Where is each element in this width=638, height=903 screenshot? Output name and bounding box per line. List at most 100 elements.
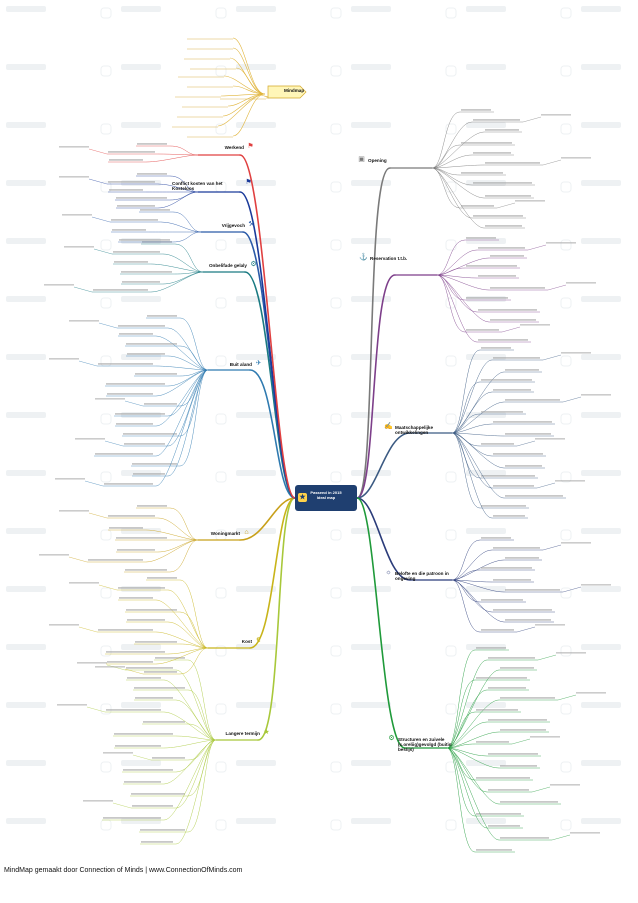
sub-branch-connector — [169, 145, 199, 156]
sub-branch-connector — [187, 659, 217, 741]
branch-label[interactable]: Structuren en zuivele (s.oreliig)gevolgd… — [398, 737, 452, 752]
leaf-connector — [78, 360, 98, 367]
sub-topic-text — [505, 589, 560, 591]
branch-label[interactable]: Maatschappelijke ontwikkelingen — [395, 425, 434, 435]
sub-topic-text — [473, 152, 511, 154]
leaf-connector — [88, 512, 108, 519]
sub-topic-text — [95, 453, 153, 455]
sub-branch-connector — [157, 191, 199, 209]
sub-branch-connector — [451, 381, 481, 434]
watermark-icon — [100, 587, 112, 599]
branch-label[interactable]: Woningmarkt — [210, 531, 240, 536]
sub-branch-connector — [145, 539, 199, 563]
sub-branch-connector — [431, 164, 485, 169]
branch-label[interactable]: Conflict kosten van het Kosteloos — [172, 181, 223, 191]
branch-icon: ✍ — [384, 423, 393, 430]
watermark-logo — [6, 586, 46, 592]
watermark-icon — [100, 529, 112, 541]
branch-label[interactable]: Onbelifade gelaly — [208, 263, 247, 268]
watermark-icon — [100, 297, 112, 309]
branch-label[interactable]: Vrijgevoch — [221, 223, 245, 228]
central-topic[interactable]: ★ Passend in 2015 Ideal map — [295, 485, 357, 511]
sub-branch-connector — [179, 369, 209, 467]
sub-branch-connector — [451, 569, 481, 581]
branch-label[interactable]: Langere termijn — [225, 731, 260, 736]
sub-branch-connector — [431, 167, 485, 229]
sub-branch-connector — [436, 274, 478, 343]
sub-branch-connector — [431, 167, 473, 219]
sub-topic-text — [125, 569, 167, 571]
watermark-logo — [6, 180, 46, 186]
sub-branch-connector — [160, 221, 202, 233]
sub-branch-connector — [431, 167, 485, 199]
sub-topic-text — [488, 657, 535, 659]
sub-branch-connector — [179, 579, 209, 649]
sub-branch-connector — [155, 631, 209, 649]
sub-topic-text — [119, 597, 153, 599]
leaf-connector — [98, 322, 118, 329]
branch-label[interactable]: Werkend — [224, 145, 244, 150]
sub-topic-text — [500, 837, 549, 839]
watermark-icon — [215, 645, 227, 657]
sub-topic-text — [488, 789, 529, 791]
sub-branch-connector — [169, 539, 199, 573]
watermark-logo — [236, 6, 276, 12]
watermark-icon — [445, 123, 457, 135]
sub-branch-connector — [175, 699, 217, 741]
watermark-logo — [236, 64, 276, 70]
watermark-icon — [330, 761, 342, 773]
watermark-icon — [330, 65, 342, 77]
sub-topic-text — [115, 413, 165, 415]
branch-label[interactable]: Buit aland — [229, 362, 252, 367]
sub-branch-connector — [155, 369, 209, 397]
legend-connector — [232, 47, 266, 95]
watermark-icon — [215, 7, 227, 19]
sub-topic-text — [466, 265, 517, 267]
leaf-topic-text — [561, 542, 591, 544]
sub-topic-text — [98, 363, 153, 365]
branch-label[interactable]: Belofte en die patroon in ongeving — [395, 571, 449, 581]
watermark-logo — [6, 528, 46, 534]
sub-topic-text — [485, 162, 540, 164]
watermark-icon — [445, 587, 457, 599]
watermark-logo — [121, 354, 161, 360]
sub-branch-connector — [155, 369, 209, 457]
watermark-icon — [445, 181, 457, 193]
sub-branch-connector — [436, 274, 466, 333]
legend-connector — [229, 57, 266, 95]
sub-topic-text — [123, 433, 177, 435]
sub-topic-text — [126, 609, 177, 611]
watermark-icon — [560, 529, 572, 541]
sub-topic-text — [476, 709, 518, 711]
sub-topic-text — [116, 423, 153, 425]
branch-label[interactable]: Kost — [241, 639, 252, 644]
sub-topic-text — [123, 769, 173, 771]
watermark-logo — [121, 644, 161, 650]
watermark-icon — [100, 181, 112, 193]
sub-topic-text — [476, 647, 506, 649]
watermark-logo — [581, 64, 621, 70]
sub-topic-text — [117, 205, 155, 207]
watermark-icon — [100, 413, 112, 425]
sub-branch-connector — [169, 175, 199, 193]
sub-topic-text — [126, 667, 173, 669]
watermark-icon — [560, 355, 572, 367]
watermark-logo — [121, 760, 161, 766]
watermark-icon — [445, 529, 457, 541]
sub-topic-text — [466, 297, 508, 299]
sub-branch-connector — [167, 621, 209, 649]
watermark-logo — [6, 470, 46, 476]
leaf-topic-text — [39, 554, 69, 556]
leaf-connector — [511, 738, 531, 745]
watermark-logo — [236, 470, 276, 476]
watermark-logo — [581, 296, 621, 302]
sub-topic-text — [493, 579, 531, 581]
sub-branch-connector — [169, 191, 199, 201]
branch-label[interactable]: Opening — [368, 158, 387, 163]
watermark-icon — [560, 471, 572, 483]
sub-topic-text — [461, 205, 494, 207]
watermark-logo — [466, 528, 506, 534]
sub-topic-text — [478, 275, 516, 277]
branch-label[interactable]: Reservation t.t.b. — [370, 256, 408, 261]
watermark-logo — [121, 64, 161, 70]
